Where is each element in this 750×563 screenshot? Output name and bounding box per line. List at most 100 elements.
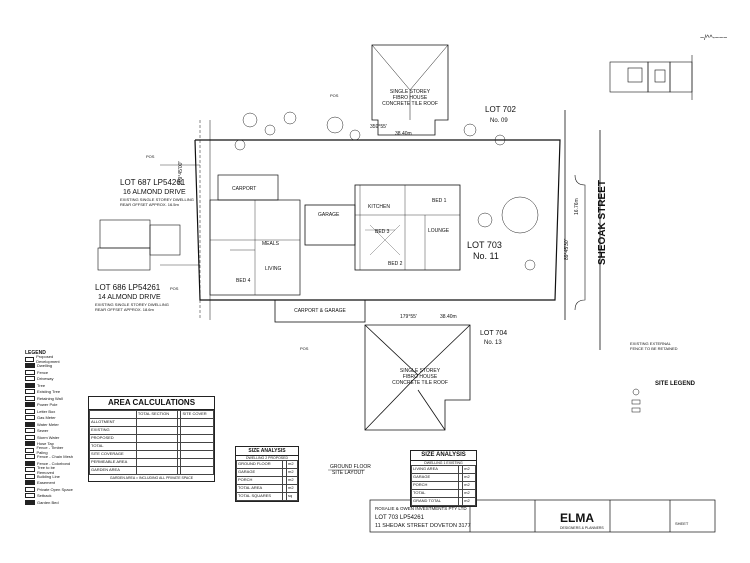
table-cell: TOTAL SQUARES (235, 492, 284, 502)
legend-swatch (25, 389, 35, 395)
title-address: 11 SHEOAK STREET DOVETON 3177 (375, 523, 471, 529)
legend-swatch (25, 473, 35, 479)
south-house-label-2: FIBRO HOUSE (403, 374, 438, 380)
bed3-label: BED 3 (375, 229, 390, 235)
table-cell: SITE COVER (180, 409, 214, 419)
size-small-subtitle: DWELLING 2 PROPOSED (245, 456, 288, 460)
legend-item-label: Tree (37, 382, 46, 388)
legend-item-label: Fence - Colorbond (37, 460, 71, 466)
dim-bottom: 38.40m (440, 314, 457, 320)
table-row: GARDEN AREA (89, 465, 214, 475)
legend-item-label: Sewer (37, 428, 49, 434)
legend-item-label: Private Open Space (37, 486, 73, 492)
legend-item-label: Retaining Wall (37, 395, 63, 401)
street (564, 110, 601, 350)
table-cell: m2 (462, 473, 476, 483)
size-big-subtitle: DWELLING 1 EXISTING (424, 461, 463, 466)
table-cell: EXISTING (89, 425, 137, 435)
lot703-no: No. 11 (473, 251, 499, 261)
legend-swatch (25, 447, 35, 453)
legend-item-label: Tree to be Removed (36, 464, 56, 475)
scan-mark: ~/^^-~~~ (700, 35, 727, 42)
table-cell (180, 417, 214, 427)
legend-row: Storm Water (25, 434, 73, 441)
size-big-title: SIZE ANALYSIS (411, 451, 476, 462)
table-cell: m2 (462, 497, 476, 507)
sheet-label: SHEET (675, 521, 689, 526)
table-cell (135, 457, 178, 467)
legend-row: Fence (25, 369, 73, 376)
table-cell (135, 449, 178, 459)
tree-group-top (234, 111, 539, 271)
site-legend-title: SITE LEGEND (655, 381, 696, 387)
legend-row: Easement (25, 480, 73, 487)
garage-label: GARAGE (318, 212, 340, 218)
table-row: EXISTING (89, 425, 214, 435)
legend-row: Hose Tap (25, 441, 73, 448)
bearing-bottom: 179°55' (400, 314, 417, 320)
legend-item-label: Letter Box (37, 408, 56, 414)
table-cell: PORCH (411, 481, 459, 491)
legend-item-label: Existing Tree (37, 389, 61, 395)
size-small-title: SIZE ANALYSIS (236, 447, 298, 456)
bed2-label: BED 2 (388, 261, 403, 267)
bearing-left: 269°45'00" (178, 161, 184, 185)
ground-floor-label: GROUND FLOOR (330, 464, 371, 470)
lot686-line1: LOT 686 LP54261 (95, 283, 161, 292)
legend-swatch (25, 402, 35, 408)
left-neighbours (97, 219, 181, 271)
table-cell (135, 433, 178, 443)
legend-swatch (25, 376, 35, 382)
table-row: PERMEABLE AREA (89, 457, 214, 467)
table-cell (180, 441, 214, 451)
legend-row: Power Pole (25, 402, 73, 409)
table-cell (180, 433, 214, 443)
legend-row: Fence - Chain Mesh (25, 454, 73, 461)
legend-row: Setback (25, 493, 73, 500)
table-cell (180, 465, 214, 475)
table-cell (135, 417, 178, 427)
table-cell: GARAGE (411, 473, 459, 483)
right-note-2: FENCE TO BE RETAINED (630, 346, 678, 351)
legend-item-label: Easement (37, 480, 56, 486)
table-cell: m2 (462, 489, 476, 499)
south-house (364, 324, 471, 431)
legend-swatch (25, 460, 35, 466)
legend-row: Driveway (25, 376, 73, 383)
north-house-label-1: SINGLE STOREY (390, 89, 431, 95)
living-label: LIVING (265, 266, 282, 272)
table-cell: m2 (286, 476, 298, 486)
pos-label-1: POS (146, 154, 155, 159)
legend-swatch (25, 369, 35, 375)
legend-swatch (25, 428, 35, 434)
table-cell: m2 (462, 465, 476, 475)
legend-swatch (25, 480, 35, 486)
table-row: ALLOTMENT (89, 417, 214, 427)
legend-item-label: Setback (37, 493, 52, 499)
lot687-line2: 16 ALMOND DRIVE (123, 189, 186, 196)
legend-row: Fence - Colorbond (25, 460, 73, 467)
table-cell: ALLOTMENT (89, 417, 137, 427)
right-note-1: EXISTING EXTERNAL (630, 341, 672, 346)
lot704-no: No. 13 (484, 340, 502, 346)
table-cell (180, 457, 214, 467)
legend-title: LEGEND (25, 350, 46, 356)
legend-item-label: Hose Tap (37, 441, 54, 447)
legend-item-label: Proposed Development (36, 354, 60, 365)
legend-row: Water Meter (25, 421, 73, 428)
table-cell: SITE COVERAGE (89, 449, 137, 459)
street-name: SHEOAK STREET (597, 180, 608, 265)
size-analysis-big: SIZE ANALYSIS DWELLING 1 EXISTING LIVING… (410, 450, 477, 508)
legend-item-label: Gas Meter (37, 415, 56, 421)
table-cell: GARAGE (235, 468, 284, 478)
table-cell: m2 (462, 481, 476, 491)
legend-row: Garden Bed (25, 499, 73, 506)
legend-row: Tree to be Removed (25, 464, 73, 475)
pos-label-4: POS (300, 346, 309, 351)
table-cell: LIVING AREA (411, 465, 459, 475)
